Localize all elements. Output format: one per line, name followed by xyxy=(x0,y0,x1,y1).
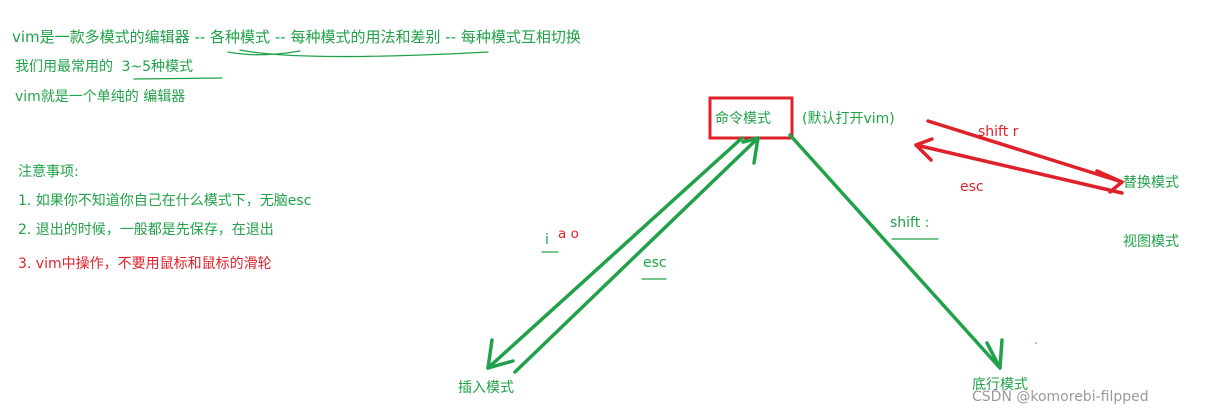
command-mode-box xyxy=(708,96,794,140)
node-insert-mode: 插入模式 xyxy=(458,380,514,396)
green-arrows xyxy=(486,133,1004,374)
handwritten-underlines xyxy=(133,49,939,280)
intro-line-2-highlight: 3~5种模式 xyxy=(121,59,193,75)
arrow-command-to-lastline xyxy=(788,133,1002,370)
intro-separator: -- xyxy=(270,28,291,46)
arrowhead-command xyxy=(741,136,760,165)
note-item-2: 2. 退出的时候，一般都是先保存，在退出 xyxy=(18,222,274,238)
red-arrows xyxy=(914,119,1124,195)
watermark: CSDN @komorebi-filpped xyxy=(972,389,1149,405)
arrowhead-back-command xyxy=(914,137,934,162)
arrowhead-insert xyxy=(486,338,515,370)
underline-usage xyxy=(239,49,489,58)
note-item-1: 1. 如果你不知道你自己在什么模式下，无脑esc xyxy=(18,193,312,209)
intro-phrase-editor: vim是一款多模式的编辑器 xyxy=(12,28,190,46)
underline-modes xyxy=(227,50,301,56)
intro-separator: -- xyxy=(189,28,211,46)
edge-label-shift-colon: shift : xyxy=(890,215,930,231)
notes-title: 注意事项: xyxy=(18,164,79,180)
arrowhead-lastline xyxy=(985,338,1004,370)
edge-label-ao: a o xyxy=(558,226,579,242)
edge-label-i: i xyxy=(545,232,549,248)
node-lastline-mode: 底行模式 xyxy=(972,377,1028,393)
edge-label-shift-r: shift r xyxy=(978,124,1019,140)
underline-highlight xyxy=(133,77,223,80)
note-item-3: 3. vim中操作，不要用鼠标和鼠标的滑轮 xyxy=(18,256,272,272)
intro-line-2-prefix: 我们用最常用的 xyxy=(15,59,113,75)
arrow-command-to-replace xyxy=(926,119,1124,184)
stray-dot xyxy=(1035,342,1037,344)
intro-line-1: vim是一款多模式的编辑器 -- 各种模式 -- 每种模式的用法和差别 -- 每… xyxy=(12,30,581,45)
node-replace-mode: 替换模式 xyxy=(1123,175,1179,191)
intro-line-2: 我们用最常用的 3~5种模式 xyxy=(15,60,193,74)
edge-label-esc-replace: esc xyxy=(960,179,984,195)
arrow-insert-to-command xyxy=(513,136,760,374)
intro-separator: -- xyxy=(440,28,461,46)
arrowhead-replace xyxy=(1095,169,1124,194)
node-command-default: (默认打开vim) xyxy=(802,111,895,127)
node-command-mode: 命令模式 xyxy=(715,111,771,127)
intro-phrase-usage: 每种模式的用法和差别 xyxy=(290,28,441,46)
edge-label-esc-insert: esc xyxy=(643,255,667,271)
arrow-replace-to-command xyxy=(914,143,1124,195)
arrow-command-to-insert xyxy=(486,136,744,370)
intro-phrase-switching: 每种模式互相切换 xyxy=(460,28,581,46)
node-visual-mode: 视图模式 xyxy=(1123,234,1179,250)
intro-line-3: vim就是一个单纯的 编辑器 xyxy=(15,89,186,105)
intro-phrase-modes: 各种模式 xyxy=(210,28,271,46)
